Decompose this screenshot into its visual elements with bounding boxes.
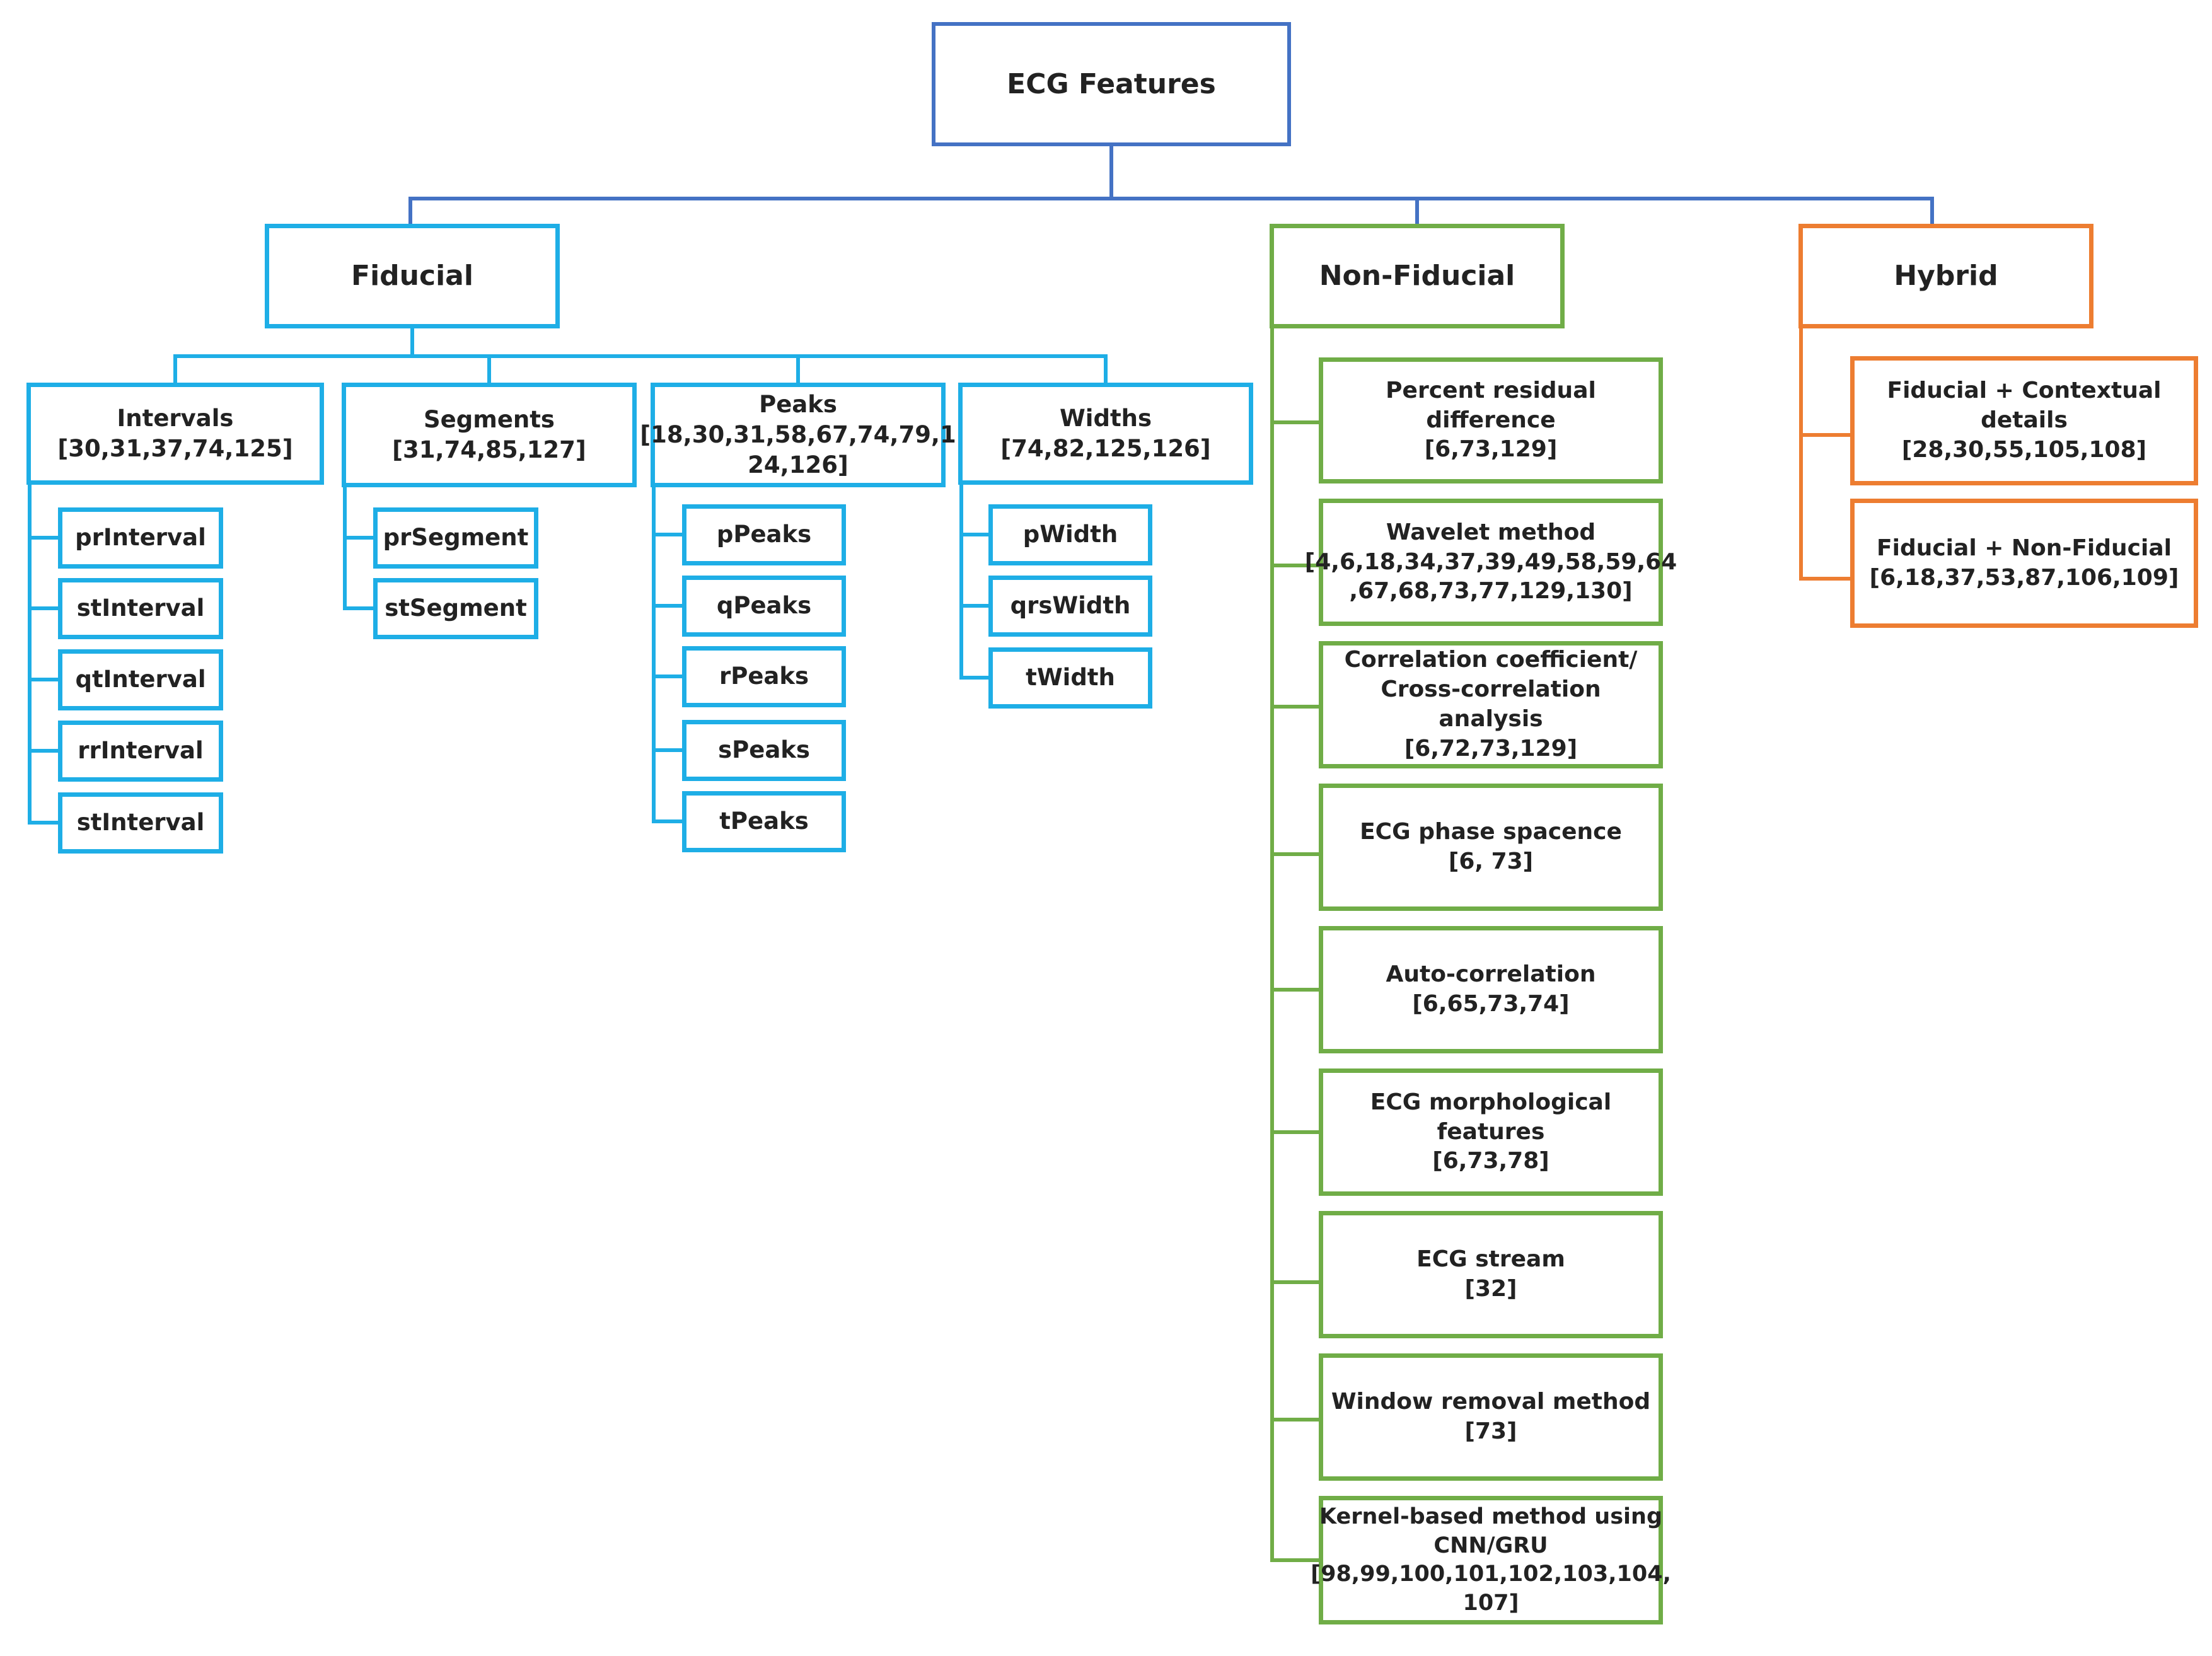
hybrid-node: Hybrid <box>1798 224 2093 328</box>
interval-item-label: qtInterval <box>75 666 206 693</box>
segments-refs: [31,74,85,127] <box>392 436 586 463</box>
interval-item-label: stInterval <box>76 809 205 837</box>
fiducial-label: Fiducial <box>351 260 473 292</box>
non-fiducial-method: ECG phase spacence [6, 73] <box>1319 784 1663 911</box>
method-text: ECG stream [32] <box>1416 1246 1565 1302</box>
method-text: Window removal method [73] <box>1331 1389 1651 1444</box>
peak-item: tPeaks <box>682 791 846 852</box>
intervals-refs: [30,31,37,74,125] <box>57 435 293 462</box>
peaks-refs: [18,30,31,58,67,74,79,1 24,126] <box>640 420 956 479</box>
interval-item-label: prInterval <box>75 524 206 552</box>
hybrid-method-text: Fiducial + Non-Fiducial [6,18,37,53,87,1… <box>1869 535 2179 591</box>
peak-item-label: rPeaks <box>719 663 809 690</box>
peaks-title: Peaks <box>759 390 837 418</box>
method-text: Correlation coefficient/ Cross-correlati… <box>1344 647 1638 761</box>
peak-item: sPeaks <box>682 720 846 781</box>
segments-title: Segments <box>424 405 555 433</box>
interval-item-label: rrInterval <box>78 737 204 765</box>
peak-item-label: qPeaks <box>716 592 812 620</box>
peak-item: rPeaks <box>682 646 846 707</box>
interval-item: stInterval <box>58 792 223 854</box>
method-text: Auto-correlation [6,65,73,74] <box>1386 961 1596 1017</box>
method-text: ECG morphological features [6,73,78] <box>1370 1089 1612 1174</box>
peak-item: pPeaks <box>682 504 846 565</box>
interval-item: qtInterval <box>58 649 223 710</box>
interval-item: prInterval <box>58 507 223 569</box>
hybrid-method-text: Fiducial + Contextual details [28,30,55,… <box>1887 378 2162 463</box>
width-item: pWidth <box>988 504 1152 565</box>
width-item: tWidth <box>988 647 1152 709</box>
widths-group: Widths [74,82,125,126] <box>958 383 1253 485</box>
width-item-label: qrsWidth <box>1010 592 1131 620</box>
hybrid-method: Fiducial + Contextual details [28,30,55,… <box>1850 356 2198 485</box>
widths-title: Widths <box>1059 404 1152 432</box>
peak-item-label: pPeaks <box>716 521 812 548</box>
interval-item-label: stInterval <box>76 594 205 622</box>
hybrid-label: Hybrid <box>1894 260 1998 292</box>
widths-refs: [74,82,125,126] <box>1000 435 1211 462</box>
method-text: ECG phase spacence [6, 73] <box>1360 819 1622 874</box>
method-text: Kernel-based method using CNN/GRU [98,99… <box>1311 1504 1671 1616</box>
peaks-group: Peaks [18,30,31,58,67,74,79,1 24,126] <box>640 383 956 487</box>
non-fiducial-method: Kernel-based method using CNN/GRU [98,99… <box>1311 1496 1671 1624</box>
interval-item: rrInterval <box>58 721 223 782</box>
peak-item-label: sPeaks <box>718 736 810 764</box>
peak-item: qPeaks <box>682 576 846 637</box>
method-text: Percent residual difference [6,73,129] <box>1386 377 1596 463</box>
non-fiducial-label: Non-Fiducial <box>1319 260 1515 292</box>
width-item-label: tWidth <box>1026 664 1115 692</box>
segment-item-label: stSegment <box>385 594 527 622</box>
non-fiducial-method: Window removal method [73] <box>1319 1353 1663 1481</box>
segment-item-label: prSegment <box>383 524 529 552</box>
hybrid-method: Fiducial + Non-Fiducial [6,18,37,53,87,1… <box>1850 499 2198 628</box>
fiducial-node: Fiducial <box>265 224 560 328</box>
method-text: Wavelet method [4,6,18,34,37,39,49,58,59… <box>1304 519 1677 605</box>
non-fiducial-node: Non-Fiducial <box>1270 224 1565 328</box>
width-item-label: pWidth <box>1022 521 1118 548</box>
non-fiducial-method: Auto-correlation [6,65,73,74] <box>1319 926 1663 1053</box>
width-item: qrsWidth <box>988 576 1152 637</box>
segments-group: Segments [31,74,85,127] <box>342 383 637 487</box>
non-fiducial-method: Wavelet method [4,6,18,34,37,39,49,58,59… <box>1305 499 1677 626</box>
segment-item: stSegment <box>373 578 538 639</box>
intervals-group: Intervals [30,31,37,74,125] <box>26 383 324 485</box>
intervals-title: Intervals <box>117 404 234 432</box>
non-fiducial-method: ECG stream [32] <box>1319 1211 1663 1338</box>
peak-item-label: tPeaks <box>719 808 809 835</box>
segment-item: prSegment <box>373 507 538 569</box>
root-node: ECG Features <box>932 22 1291 146</box>
non-fiducial-method: Correlation coefficient/ Cross-correlati… <box>1319 641 1663 768</box>
interval-item: stInterval <box>58 578 223 639</box>
non-fiducial-method: ECG morphological features [6,73,78] <box>1319 1068 1663 1196</box>
non-fiducial-method: Percent residual difference [6,73,129] <box>1319 357 1663 483</box>
root-label: ECG Features <box>1007 67 1216 100</box>
